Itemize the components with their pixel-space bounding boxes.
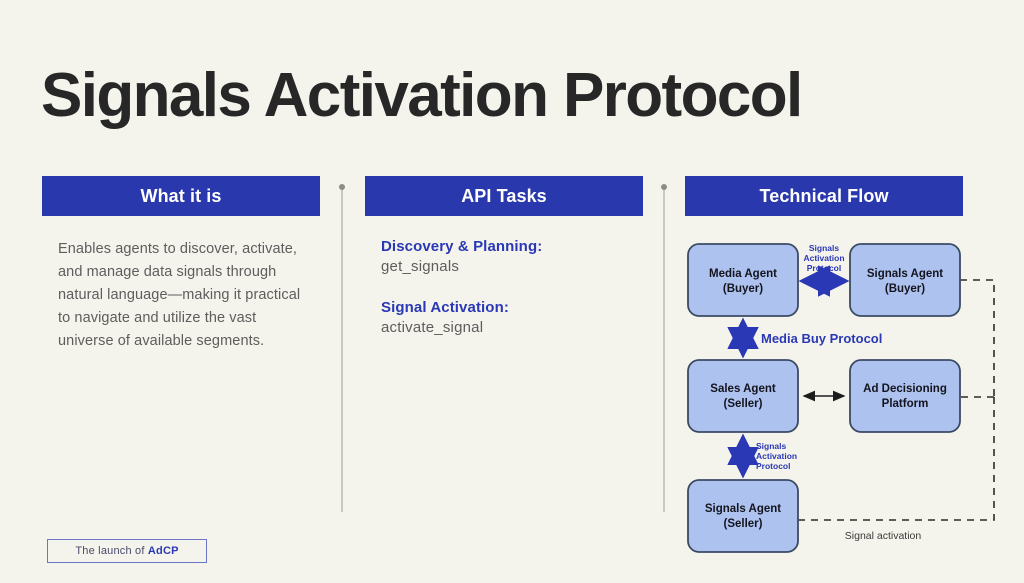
column-divider-1 bbox=[339, 184, 345, 512]
dashed-edge-signal-activation-return bbox=[798, 397, 995, 521]
node-label-ad-decisioning-line1: Ad Decisioning bbox=[863, 383, 947, 395]
column-technical-flow: Technical Flow bbox=[685, 176, 963, 216]
edge-label-signal-activation: Signal activation bbox=[845, 530, 922, 542]
node-label-signals-agent-buyer-line1: Signals Agent bbox=[867, 268, 943, 280]
node-label-sales-agent-line2: (Seller) bbox=[724, 398, 763, 410]
column-divider-2 bbox=[661, 184, 667, 512]
node-label-ad-decisioning-line2: Platform bbox=[882, 398, 929, 410]
dashed-edge-signals-buyer-to-right bbox=[960, 279, 995, 397]
column-header-what-it-is: What it is bbox=[42, 176, 320, 216]
divider-dot-icon bbox=[339, 184, 345, 190]
api-task-signal-activation: Signal Activation: activate_signal bbox=[365, 299, 643, 336]
footer-badge-prefix: The launch of bbox=[75, 545, 148, 557]
edge-label-top-protocol-line2: Activation bbox=[803, 253, 844, 263]
column-header-api-tasks: API Tasks bbox=[365, 176, 643, 216]
what-it-is-description: Enables agents to discover, activate, an… bbox=[58, 241, 301, 349]
api-task-value: get_signals bbox=[381, 258, 460, 275]
column-body-api-tasks: Discovery & Planning: get_signals Signal… bbox=[365, 238, 643, 336]
column-api-tasks: API Tasks Discovery & Planning: get_sign… bbox=[365, 176, 643, 336]
edge-label-top-protocol-line3: Protocol bbox=[807, 263, 841, 273]
column-what-it-is: What it is Enables agents to discover, a… bbox=[42, 176, 320, 353]
api-task-value: activate_signal bbox=[381, 319, 484, 336]
edge-label-top-protocol-line1: Signals bbox=[809, 243, 840, 253]
node-label-signals-agent-seller-line2: (Seller) bbox=[724, 518, 763, 530]
column-body-what-it-is: Enables agents to discover, activate, an… bbox=[42, 238, 320, 353]
api-task-label: Discovery & Planning: bbox=[381, 238, 543, 255]
footer-badge-brand: AdCP bbox=[147, 545, 179, 557]
page-title: Signals Activation Protocol bbox=[41, 61, 803, 130]
node-label-sales-agent-line1: Sales Agent bbox=[710, 383, 776, 395]
diagram-node-media-agent-buyer bbox=[687, 243, 799, 317]
technical-flow-diagram: Media Agent (Buyer) Signals Agent (Buyer… bbox=[660, 228, 1024, 568]
diagram-node-signals-agent-seller bbox=[687, 479, 799, 553]
api-task-label: Signal Activation: bbox=[381, 299, 509, 316]
diagram-node-ad-decisioning-platform bbox=[849, 359, 961, 433]
footer-launch-badge[interactable]: The launch of AdCP bbox=[47, 539, 207, 563]
column-header-technical-flow: Technical Flow bbox=[685, 176, 963, 216]
node-label-signals-agent-buyer-line2: (Buyer) bbox=[885, 283, 925, 295]
api-task-discovery-planning: Discovery & Planning: get_signals bbox=[365, 238, 643, 275]
edge-label-bottom-protocol-line2: Activation bbox=[756, 451, 797, 461]
divider-dot-icon bbox=[661, 184, 667, 190]
node-label-signals-agent-seller-line1: Signals Agent bbox=[705, 503, 781, 515]
node-label-media-agent-line1: Media Agent bbox=[709, 268, 777, 280]
node-label-media-agent-line2: (Buyer) bbox=[723, 283, 763, 295]
diagram-node-sales-agent-seller bbox=[687, 359, 799, 433]
diagram-node-signals-agent-buyer bbox=[849, 243, 961, 317]
edge-label-media-buy-protocol: Media Buy Protocol bbox=[761, 331, 882, 346]
edge-label-bottom-protocol-line3: Protocol bbox=[756, 461, 790, 471]
edge-label-bottom-protocol-line1: Signals bbox=[756, 441, 787, 451]
